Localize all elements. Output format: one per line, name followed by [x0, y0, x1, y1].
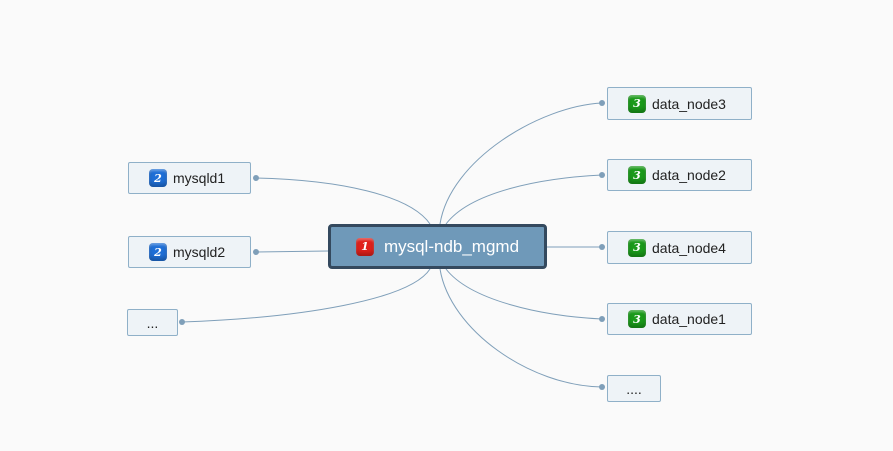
connector-dot-right-ellipsis [599, 384, 605, 390]
connector-dot-data-node2 [599, 172, 605, 178]
connector-right-ellipsis [439, 268, 603, 388]
connector-data-node3 [439, 102, 603, 225]
connector-mysqld2 [255, 250, 329, 253]
connector-dot-mysqld2 [253, 249, 259, 255]
subtopic-label: mysqld2 [173, 244, 226, 260]
connector-left-ellipsis [181, 268, 431, 323]
priority-2-icon: 2 [149, 169, 167, 187]
subtopic-right-ellipsis[interactable]: .... [607, 375, 661, 402]
connector-dot-data-node4 [599, 244, 605, 250]
priority-2-icon: 2 [149, 243, 167, 261]
subtopic-mysqld2[interactable]: 2 mysqld2 [128, 236, 251, 268]
connector-dot-mysqld1 [253, 175, 259, 181]
subtopic-data-node2[interactable]: 3 data_node2 [607, 159, 752, 191]
subtopic-data-node4[interactable]: 3 data_node4 [607, 231, 752, 264]
connector-data-node1 [445, 268, 603, 320]
subtopic-label: data_node3 [652, 95, 726, 112]
subtopic-label: mysqld1 [173, 170, 226, 186]
connector-dot-data-node1 [599, 316, 605, 322]
subtopic-data-node3[interactable]: 3 data_node3 [607, 87, 752, 120]
subtopic-label: .... [626, 380, 642, 397]
subtopic-data-node1[interactable]: 3 data_node1 [607, 303, 752, 335]
priority-3-icon: 3 [628, 166, 646, 184]
priority-1-icon: 1 [355, 237, 374, 256]
subtopic-mysqld1[interactable]: 2 mysqld1 [128, 162, 251, 194]
subtopic-label: data_node4 [652, 239, 726, 256]
priority-3-icon: 3 [628, 238, 646, 257]
priority-3-icon: 3 [628, 94, 646, 113]
priority-3-icon: 3 [628, 310, 646, 328]
subtopic-left-ellipsis[interactable]: ... [127, 309, 178, 336]
connector-data-node2 [445, 174, 603, 225]
subtopic-label: data_node1 [652, 311, 726, 327]
root-topic-label: mysql-ndb_mgmd [383, 236, 520, 256]
subtopic-label: ... [146, 314, 159, 331]
root-topic-mysql-ndb-mgmd[interactable]: 1 mysql-ndb_mgmd [328, 224, 547, 269]
connector-mysqld1 [255, 177, 431, 225]
connector-dot-data-node3 [599, 100, 605, 106]
subtopic-label: data_node2 [652, 167, 726, 183]
connector-dot-left-ellipsis [179, 319, 185, 325]
